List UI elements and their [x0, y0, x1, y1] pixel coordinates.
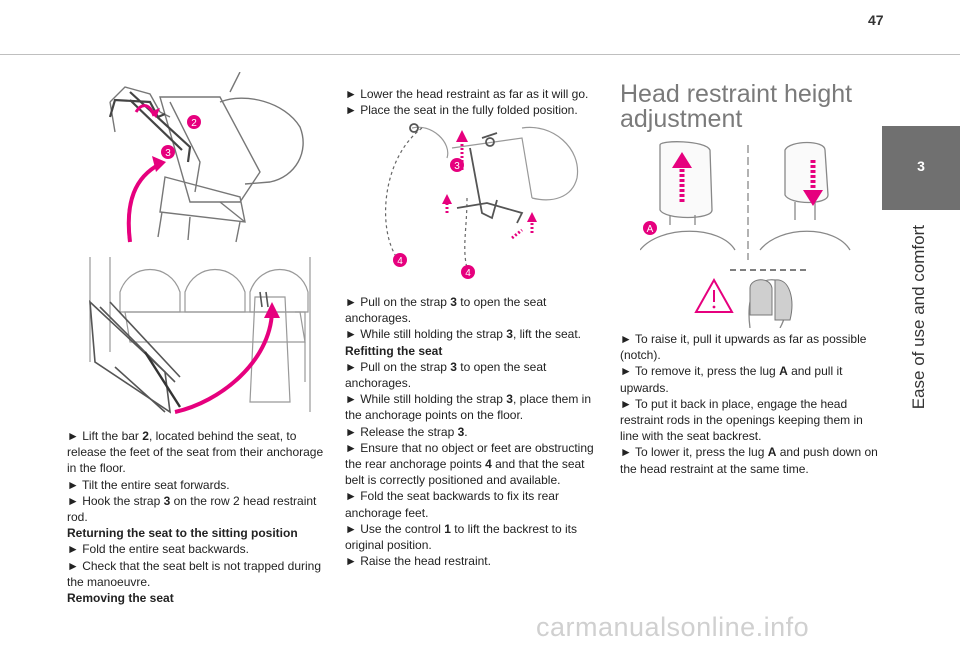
- warning-icon: [694, 277, 734, 313]
- page-number: 47: [868, 12, 884, 28]
- figure-callout: 4: [397, 256, 403, 267]
- figure-callout: 4: [465, 268, 471, 279]
- chapter-title-wrap: Ease of use and comfort: [882, 210, 960, 440]
- seat-tilt-instructions: ► Lift the bar 2, located behind the sea…: [67, 429, 324, 606]
- subheading: Removing the seat: [67, 591, 174, 606]
- chapter-tab: 3: [882, 126, 960, 210]
- seat-removal-illustration: 3 4 4: [384, 123, 579, 279]
- figure-callout: 3: [165, 148, 171, 159]
- head-restraint-illustration: A: [640, 141, 851, 328]
- chapter-title: Ease of use and comfort: [909, 225, 928, 410]
- chapter-number: 3: [917, 158, 925, 174]
- seat-tilt-illustration: 2 3: [108, 72, 304, 243]
- head-restraint-instructions: ► To raise it, pull it upwards as far as…: [620, 332, 878, 476]
- figure-callout: 2: [191, 118, 197, 129]
- watermark: carmanualsonline.info: [536, 612, 810, 642]
- section-title: Head restraint height adjustment: [620, 80, 853, 133]
- seat-fold-instructions: ► Lower the head restraint as far as it …: [345, 87, 589, 118]
- figure-callout: 3: [454, 161, 460, 172]
- seat-removal-instructions: ► Pull on the strap 3 to open the seat a…: [345, 295, 594, 569]
- subheading: Returning the seat to the sitting positi…: [67, 526, 298, 541]
- subheading: Refitting the seat: [345, 343, 443, 358]
- seat-hook-illustration: [89, 257, 311, 414]
- figure-callout: A: [647, 224, 654, 235]
- header-divider: [0, 54, 960, 55]
